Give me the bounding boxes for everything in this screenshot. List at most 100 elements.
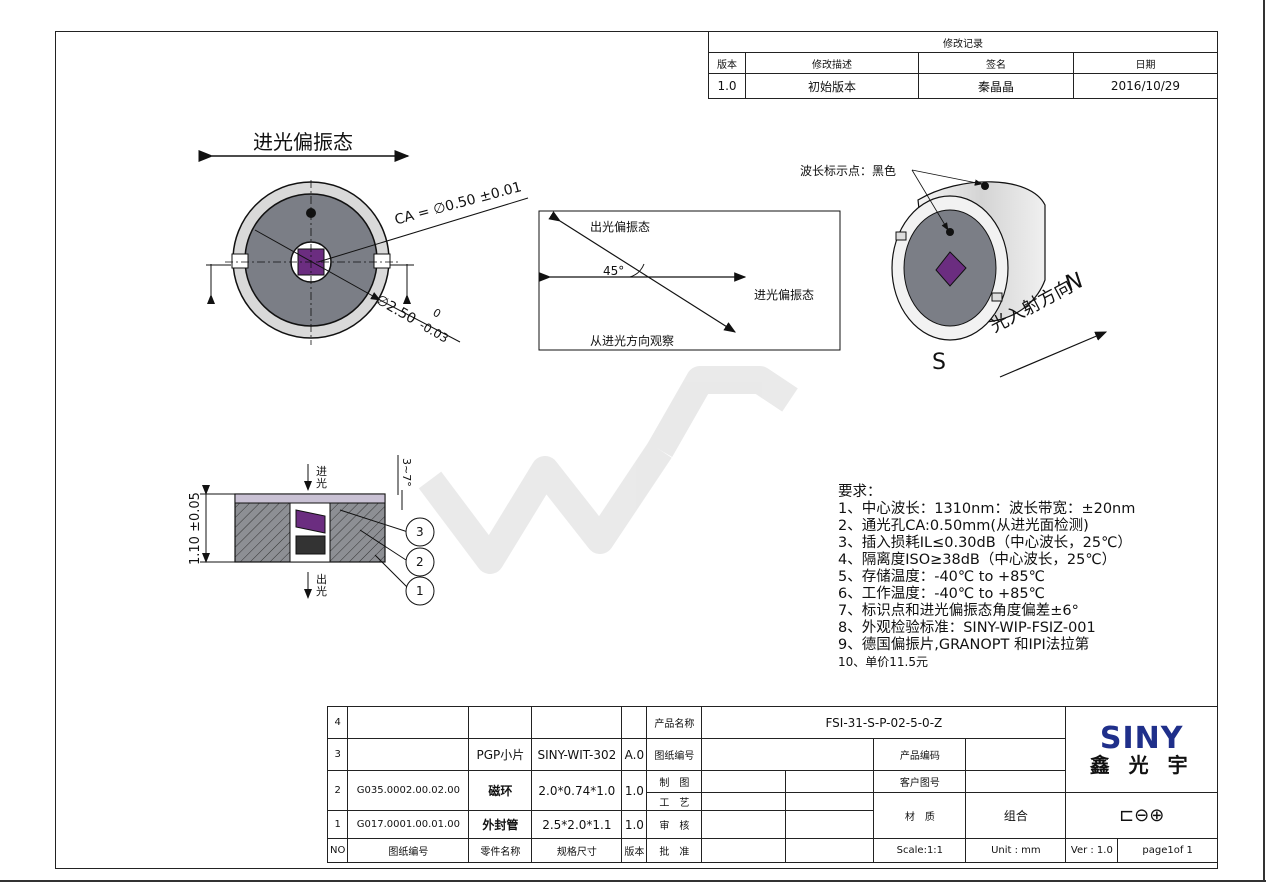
bom-row-1-ver: 1.0 [621, 810, 648, 839]
polarization-diagram [538, 210, 841, 351]
drawing-no-label: 图纸编号 [646, 738, 703, 771]
product-name: FSI-31-S-P-02-5-0-Z [701, 706, 1067, 739]
requirement-item: 10、单价11.5元 [838, 655, 928, 669]
bom-row-4-no: 4 [326, 706, 349, 739]
requirement-item: 5、存储温度：-40℃ to +85℃ [838, 569, 1045, 585]
scale: Scale:1:1 [873, 838, 967, 863]
draw-value [701, 770, 787, 793]
rev-description: 初始版本 [745, 73, 919, 99]
requirement-item: 6、工作温度：-40℃ to +85℃ [838, 586, 1045, 602]
process-date [785, 792, 875, 811]
company-logo: SINY 鑫 光 宇 [1065, 706, 1218, 793]
in-polarization-label: 进光偏振态 [754, 288, 815, 302]
bom-row-3-no: 3 [326, 738, 349, 771]
front-view [198, 150, 529, 345]
requirement-item: 4、隔离度ISO≥38dB（中心波长，25℃） [838, 552, 1117, 568]
bom-row-2-spec: 2.0*0.74*1.0 [531, 770, 623, 811]
bom-row-3-drawing [347, 738, 470, 771]
product-name-label: 产品名称 [646, 706, 703, 739]
balloon-2 [405, 547, 435, 577]
angle-label: 45° [603, 264, 625, 278]
customer-no-value [965, 770, 1067, 793]
approve-value [701, 838, 787, 863]
south-label: S [932, 350, 946, 375]
review-label: 审 核 [646, 810, 703, 839]
bom-row-1-spec: 2.5*2.0*1.1 [531, 810, 623, 839]
requirement-item: 2、通光孔CA:0.50mm(从进光面检测) [838, 518, 1089, 534]
bom-row-1-drawing: G017.0001.00.01.00 [347, 810, 470, 839]
version: Ver : 1.0 [1065, 838, 1119, 863]
review-date [785, 810, 875, 839]
drawing-no-value [701, 738, 875, 771]
bom-row-1-no: 1 [326, 810, 349, 839]
draw-label: 制 图 [646, 770, 703, 793]
revision-table: 修改记录 版本 修改描述 签名 日期 1.0 初始版本 秦晶晶 2016/10/… [708, 31, 1218, 99]
bom-header-drawing: 图纸编号 [347, 838, 470, 863]
material-label: 材 质 [873, 792, 967, 839]
review-value [701, 810, 787, 839]
observe-label: 从进光方向观察 [590, 334, 675, 348]
bom-row-3-part: PGP小片 [468, 738, 533, 771]
bom-row-4-ver [621, 706, 648, 739]
requirement-item: 7、标识点和进光偏振态角度偏差±6° [838, 603, 1079, 619]
bom-header-no: NO [326, 838, 349, 863]
page-number: page1of 1 [1117, 838, 1218, 863]
mark-label: 波长标示点：黑色 [800, 164, 897, 178]
requirements-list: 要求： 1、中心波长：1310nm：波长带宽：±20nm 2、通光孔CA:0.5… [838, 484, 1135, 671]
draw-date [785, 770, 875, 793]
rev-date: 2016/10/29 [1073, 73, 1218, 99]
bom-row-3-spec: SINY-WIT-302 [531, 738, 623, 771]
bom-row-4-spec [531, 706, 623, 739]
height-dimension: 1.10 ±0.05 [188, 492, 203, 565]
bom-row-4-drawing [347, 706, 470, 739]
balloon-2-label: 2 [416, 555, 424, 569]
approve-label: 批 准 [646, 838, 703, 863]
bom-header-ver: 版本 [621, 838, 648, 863]
material-value: 组合 [965, 792, 1067, 839]
projection-symbol-icon: ⊏⊖⊕ [1065, 792, 1218, 839]
bom-header-part: 零件名称 [468, 838, 533, 863]
process-value [701, 792, 787, 811]
front-view-title: 进光偏振态 [253, 130, 353, 154]
rev-version: 1.0 [708, 73, 746, 99]
wps-watermark [418, 366, 798, 574]
logo-en: SINY [1099, 720, 1184, 756]
isometric-view [891, 169, 1108, 378]
requirement-item: 8、外观检验标准：SINY-WIP-FSIZ-001 [838, 620, 1096, 636]
tilt-angle-label: 3~7° [400, 458, 413, 487]
sheet-border-bottom [0, 880, 1266, 882]
title-block: 4 产品名称 FSI-31-S-P-02-5-0-Z SINY 鑫 光 宇 3 … [326, 706, 1218, 863]
bom-row-3-ver: A.0 [621, 738, 648, 771]
bom-row-2-ver: 1.0 [621, 770, 648, 811]
unit: Unit : mm [965, 838, 1067, 863]
requirement-item: 1、中心波长：1310nm：波长带宽：±20nm [838, 501, 1136, 517]
bom-row-2-drawing: G035.0002.00.02.00 [347, 770, 470, 811]
light-in-label: 进光 [316, 465, 327, 490]
bom-row-1-part: 外封管 [468, 810, 533, 839]
balloon-3 [405, 517, 435, 547]
bom-row-2-part: 磁环 [468, 770, 533, 811]
section-view [200, 455, 435, 606]
rev-signer: 秦晶晶 [918, 73, 1074, 99]
logo-cn: 鑫 光 宇 [1089, 752, 1194, 777]
requirement-item: 3、插入损耗IL≤0.30dB（中心波长，25℃） [838, 535, 1132, 551]
bom-row-2-no: 2 [326, 770, 349, 811]
product-code-label: 产品编码 [873, 738, 967, 771]
requirements-title: 要求： [838, 484, 882, 500]
balloon-1 [405, 576, 435, 606]
balloon-3-label: 3 [416, 525, 424, 539]
light-out-label: 出光 [316, 573, 327, 598]
sheet-border-right [1263, 0, 1265, 882]
approve-date [785, 838, 875, 863]
customer-no-label: 客户图号 [873, 770, 967, 793]
incident-direction-arrow [999, 331, 1108, 378]
balloon-1-label: 1 [416, 584, 424, 598]
out-polarization-label: 出光偏振态 [590, 220, 651, 234]
process-label: 工 艺 [646, 792, 703, 811]
drawing-frame [55, 31, 1218, 869]
bom-row-4-part [468, 706, 533, 739]
requirement-item: 9、德国偏振片,GRANOPT 和IPI法拉第 [838, 637, 1090, 653]
bom-header-spec: 规格尺寸 [531, 838, 623, 863]
product-code-value [965, 738, 1067, 771]
